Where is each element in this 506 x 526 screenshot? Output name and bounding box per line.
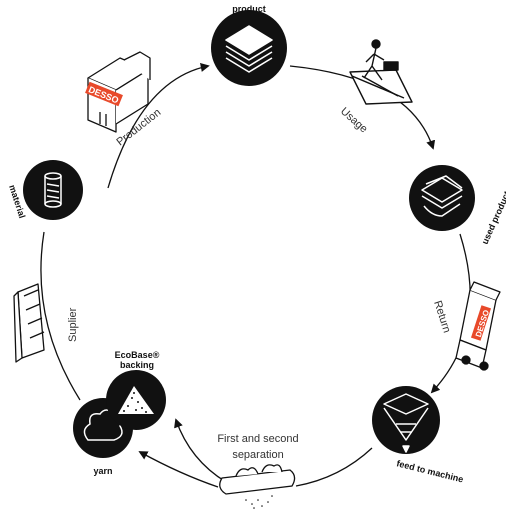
ecobase-node: EcoBase® backing	[106, 350, 166, 430]
warehouse-icon	[13, 283, 45, 363]
feed-to-machine-label: feed to machine	[396, 458, 465, 484]
used-product-label: used product	[480, 190, 506, 246]
material-node: material	[7, 160, 83, 220]
product-label: product	[232, 4, 266, 14]
desso-logo-truck	[470, 305, 492, 341]
spool-icon	[44, 172, 62, 208]
edge-label-return: Return	[431, 299, 453, 334]
ecobase-label-line1: EcoBase®	[115, 350, 160, 360]
arc-suplier	[40, 231, 81, 401]
stacked-layers-icon	[225, 25, 273, 73]
used-product-node: used product	[409, 165, 506, 246]
pile-icon	[118, 386, 154, 414]
yarn-label: yarn	[93, 466, 112, 476]
conveyor-icon	[219, 464, 296, 509]
ecobase-label-line2: backing	[120, 360, 154, 370]
factory-icon: DESSO	[85, 51, 151, 133]
funnel-icon	[383, 393, 429, 453]
edge-label-separation-line1: First and second	[217, 433, 298, 445]
folded-layers-icon	[421, 175, 463, 217]
truck-icon: DESSO	[455, 281, 501, 371]
product-node: product	[211, 4, 287, 86]
feed-to-machine-node: feed to machine	[372, 386, 464, 485]
arc-to-ecobase	[174, 418, 227, 483]
arc-to-conveyor	[295, 447, 373, 487]
edge-label-usage: Usage	[338, 105, 370, 135]
edge-label-separation-line2: separation	[232, 449, 283, 461]
walking-person-icon	[349, 39, 413, 105]
edge-label-suplier: Suplier	[67, 307, 79, 342]
desso-logo-factory	[85, 81, 123, 107]
arc-to-yarn	[138, 451, 219, 488]
arc-production	[107, 63, 210, 189]
cloud-icon	[83, 409, 123, 441]
